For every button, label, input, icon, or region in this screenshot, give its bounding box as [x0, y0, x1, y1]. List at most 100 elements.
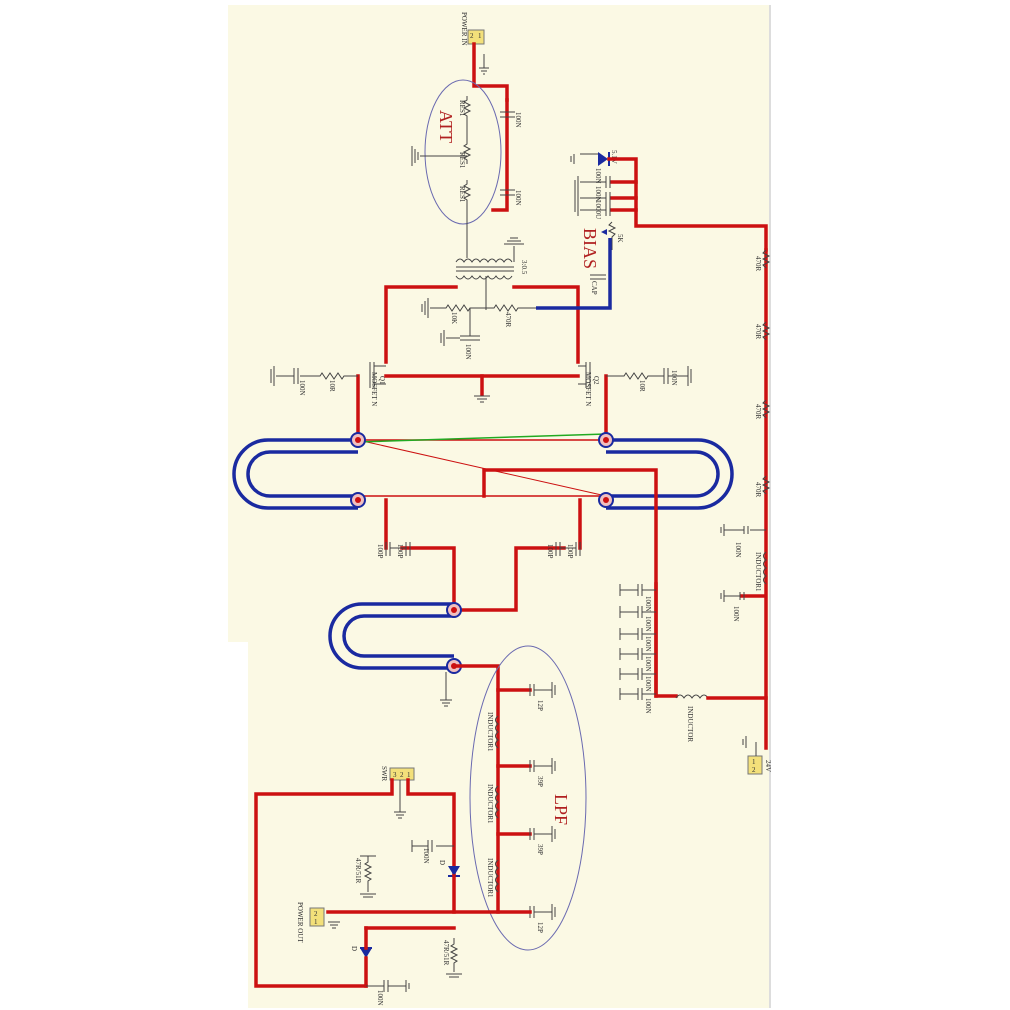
ground-symbol [446, 973, 462, 978]
balun-coax [328, 602, 454, 670]
coax-terminal [598, 492, 614, 508]
svg-text:1: 1 [314, 918, 318, 926]
power-in-label: POWER IN [460, 12, 468, 46]
bias-c2-value: 100N [594, 186, 602, 202]
swr-forward-wire [406, 778, 456, 876]
gate-c-right-value: 100N [670, 370, 678, 386]
decoupling-capacitor [619, 628, 656, 640]
supply-r3-value: 470R [754, 404, 762, 420]
coupling-c3-value: 100P [546, 544, 554, 559]
coupling-c4-value: 100P [566, 544, 574, 559]
bias-resistor-1 [430, 304, 486, 312]
bias-cap-value: CAP [590, 281, 598, 295]
att-c2-value: 100N [514, 190, 522, 206]
zener-value: 5.1V [610, 150, 618, 164]
swr-forward-capacitor [411, 840, 454, 852]
lpf-c3-value: 39P [536, 844, 544, 855]
bias-resistor-2 [486, 304, 536, 312]
supply-choke-1 [763, 551, 767, 585]
gate-wire-left [384, 285, 458, 364]
att-label: ATT [436, 110, 456, 143]
ground-symbol [474, 395, 490, 403]
supply-choke-2 [675, 694, 709, 699]
q2-type: MOSFET N [584, 372, 592, 406]
supply-r4-value: 470R [754, 482, 762, 498]
supply-connector[interactable]: 12 24V [747, 755, 772, 775]
lpf-capacitor-2 [529, 758, 556, 774]
coupling-c2-value: 100P [396, 544, 404, 559]
coupling-capacitor-3 [555, 542, 561, 556]
swr-reflected-resistor [449, 938, 459, 972]
att-resistor-3 [462, 180, 472, 206]
bias-capacitor-5 [440, 308, 480, 346]
supply-c1-value: 100N [734, 542, 742, 558]
lpf-l3-value: INDUCTOR1 [486, 858, 494, 898]
gate-wire-right [512, 285, 580, 364]
ground-symbol [504, 237, 524, 245]
att-c1-value: 100N [514, 112, 522, 128]
mosfet-q2[interactable] [578, 362, 591, 388]
supply-resistor-4 [761, 475, 771, 495]
paper-background [228, 5, 770, 1008]
svg-text:1: 1 [752, 758, 756, 766]
supply-choke2-value: INDUCTOR [686, 706, 694, 742]
gate-c-left-value: 100N [298, 380, 306, 396]
input-transformer [455, 246, 515, 310]
mosfet-q1[interactable] [369, 362, 386, 388]
power-in-wire [472, 42, 509, 102]
att-series-wire [491, 98, 509, 212]
lpf-capacitor-4 [529, 904, 556, 920]
lpf-inductor-2 [495, 785, 499, 819]
decoupling-c2-value: 100N [644, 616, 652, 632]
lpf-l1-value: INDUCTOR1 [486, 712, 494, 752]
coupling-capacitor-1 [385, 542, 391, 556]
supply-c2-value: 100N [732, 606, 740, 622]
bias-potentiometer[interactable] [601, 221, 617, 250]
swr-reflected-wire [254, 778, 394, 988]
swr-c-ref-value: 100N [376, 990, 384, 1006]
gate-resistor-right [606, 372, 664, 380]
supply-connector-label: 24V [764, 760, 772, 772]
ground-symbol [440, 672, 452, 707]
supply-resistor-1 [761, 249, 771, 269]
bias-feed-wire [536, 238, 612, 310]
ground-symbol [574, 176, 579, 216]
supply-resistor-2 [761, 321, 771, 341]
att-r2-value: RES1 [458, 152, 466, 169]
swr-d-ref-value: D [350, 946, 358, 951]
bias-cap-bus [610, 180, 638, 212]
power-out-connector[interactable]: 21 POWER OUT [296, 902, 325, 943]
decoupling-c3-value: 100N [644, 636, 652, 652]
decoupling-capacitor [619, 668, 656, 680]
supply-choke1-value: INDUCTOR1 [754, 552, 762, 592]
att-capacitor-2 [500, 189, 515, 196]
transformer-ratio: 3:0.5 [520, 260, 528, 275]
svg-text:1: 1 [407, 771, 411, 779]
decoupling-capacitor [619, 606, 656, 618]
supply-resistor-3 [761, 399, 771, 419]
swr-reflected-capacitor [366, 980, 410, 992]
gate-r-left-value: 10R [328, 380, 336, 392]
svg-text:3: 3 [393, 771, 397, 779]
svg-text:1: 1 [478, 32, 482, 40]
swr-forward-resistor [360, 855, 376, 892]
swr-c-fwd-value: 100N [422, 848, 430, 864]
gate-capacitor-right [663, 366, 692, 386]
lpf-group-outline [469, 645, 587, 951]
ground-symbol [479, 54, 489, 75]
ground-symbol [360, 893, 376, 898]
decoupling-bus [654, 582, 678, 698]
svg-text:2: 2 [400, 771, 404, 779]
lpf-label: LPF [551, 794, 571, 825]
coupling-wire-right [454, 498, 582, 612]
q2-designator: Q2 [592, 376, 600, 385]
decoupling-c6-value: 100N [644, 698, 652, 714]
att-resistor-2 [462, 140, 472, 164]
bias-supply-wire [607, 157, 768, 252]
svg-text:2: 2 [752, 766, 756, 774]
decoupling-c4-value: 100N [644, 656, 652, 672]
bias-r2-value: 470R [504, 312, 512, 328]
